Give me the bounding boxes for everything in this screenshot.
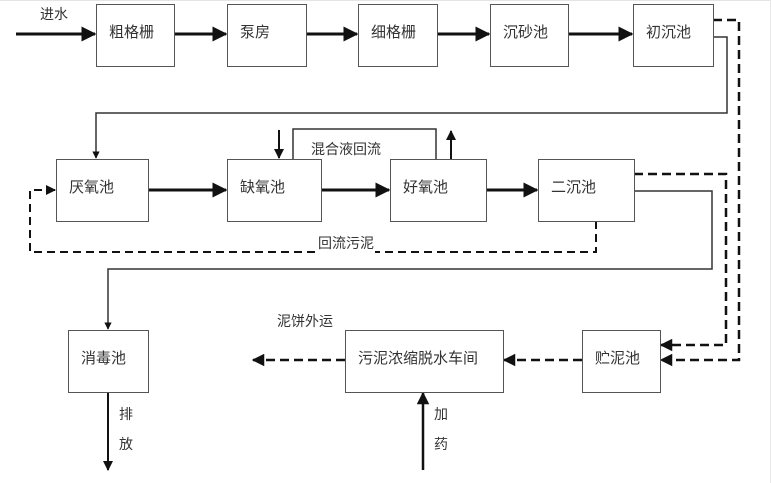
box-sludge-storage-tank: 贮泥池 <box>582 330 661 393</box>
box-disinfection-tank: 消毒池 <box>68 330 149 393</box>
box-fine-screen: 细格栅 <box>358 4 438 67</box>
box-sludge-dewatering-workshop: 污泥浓缩脱水车间 <box>345 330 504 393</box>
label-sludge-dewatering-workshop: 污泥浓缩脱水车间 <box>358 349 479 367</box>
label-dosing: 加 药 <box>433 400 449 460</box>
box-aerobic-tank: 好氧池 <box>390 159 487 222</box>
box-secondary-clarifier: 二沉池 <box>538 159 635 222</box>
top-border <box>0 0 771 1</box>
label-dosing-char-2: 药 <box>434 437 448 453</box>
dashed-excess-sludge <box>634 172 728 352</box>
line-mixed-liquor-return <box>292 128 437 159</box>
box-anoxic-tank: 缺氧池 <box>227 159 322 222</box>
box-anaerobic-tank: 厌氧池 <box>56 159 149 222</box>
line-primary-to-anaerobic <box>92 36 728 159</box>
label-discharge-char-1: 排 <box>119 407 133 423</box>
dashed-primary-sludge <box>659 18 741 367</box>
box-coarse-screen: 粗格栅 <box>96 4 175 67</box>
label-primary-clarifier: 初沉池 <box>646 23 692 41</box>
label-mixed-liquor-return: 混合液回流 <box>311 142 381 158</box>
label-return-sludge: 回流污泥 <box>317 233 375 253</box>
box-primary-clarifier: 初沉池 <box>633 4 714 67</box>
label-discharge-char-2: 放 <box>119 437 133 453</box>
label-anoxic-tank: 缺氧池 <box>240 178 286 196</box>
dashed-return-sludge <box>29 185 597 253</box>
label-sludge-storage-tank: 贮泥池 <box>595 349 641 367</box>
label-grit-chamber: 沉砂池 <box>503 23 549 41</box>
label-secondary-clarifier: 二沉池 <box>551 178 597 196</box>
label-discharge: 排 放 <box>118 400 134 460</box>
label-aerobic-tank: 好氧池 <box>403 178 449 196</box>
label-fine-screen: 细格栅 <box>371 23 417 41</box>
label-dosing-char-1: 加 <box>434 407 448 423</box>
label-pump-house: 泵房 <box>240 23 271 41</box>
label-disinfection-tank: 消毒池 <box>81 349 127 367</box>
label-coarse-screen: 粗格栅 <box>109 23 155 41</box>
box-pump-house: 泵房 <box>227 4 307 67</box>
box-grit-chamber: 沉砂池 <box>490 4 569 67</box>
line-secondary-to-disinfection <box>104 190 713 330</box>
label-anaerobic-tank: 厌氧池 <box>69 178 115 196</box>
label-inflow: 进水 <box>40 7 68 23</box>
label-sludge-cake-out: 泥饼外运 <box>277 314 333 330</box>
